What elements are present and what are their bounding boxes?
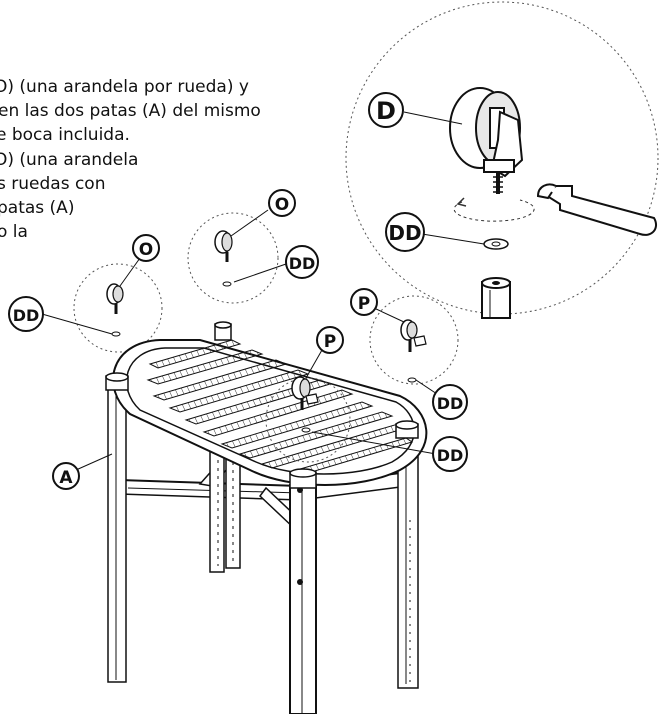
instruction-line-7: o la [0,222,28,242]
svg-text:O: O [275,195,289,215]
wrench-icon [536,183,658,236]
callout-dd-1: DD [285,245,319,279]
svg-text:DD: DD [437,446,464,465]
svg-text:P: P [324,332,336,352]
frame-leg-icon [105,372,129,391]
caster-wheel-icon [449,87,524,194]
instruction-line-1: O) (una arandela por rueda) y [0,77,249,97]
svg-text:D: D [376,97,396,125]
svg-text:DD: DD [437,394,464,413]
instruction-line-5: s ruedas con [0,174,106,194]
callout-dd-4: DD [432,436,468,472]
frame-leg-icon [395,420,419,439]
caster-wheel-icon [106,283,124,314]
caster-wheel-icon [291,376,319,410]
callout-a: A [52,462,80,490]
instruction-line-4: O) (una arandela [0,150,139,170]
svg-text:P: P [358,294,370,314]
caster-wheel-icon [214,230,233,262]
callout-o-2: O [132,234,160,262]
detail-circle [345,1,659,315]
callout-d-large: D [368,92,404,128]
svg-text:DD: DD [388,221,421,245]
detail-p-center [265,349,437,463]
svg-text:A: A [59,468,73,488]
svg-text:O: O [139,240,153,260]
instruction-line-3: e boca incluida. [0,125,130,145]
frame-assembly [105,321,428,714]
frame-leg-icon [481,277,511,319]
washer-icon [407,377,417,383]
detail-o-upper [187,209,287,304]
callout-o-1: O [268,189,296,217]
svg-text:DD: DD [13,306,40,325]
instruction-line-6: patas (A) [0,198,75,218]
caster-wheel-icon [400,319,427,352]
frame-leg-icon [289,468,317,489]
detail-p-right [369,295,459,397]
washer-icon [301,427,311,433]
washer-icon [222,281,232,287]
callout-dd-3: DD [432,384,468,420]
callout-dd-large: DD [385,212,425,252]
callout-p-2: P [316,326,344,354]
callout-p-1: P [350,288,378,316]
svg-text:DD: DD [289,254,316,273]
callout-dd-2: DD [8,296,44,332]
frame-leg-icon [214,321,232,341]
washer-icon [111,331,121,337]
rotation-arrow-icon [453,197,535,222]
washer-icon [483,238,509,250]
detail-o-left [41,257,163,353]
instruction-line-2: en las dos patas (A) del mismo [0,101,261,121]
